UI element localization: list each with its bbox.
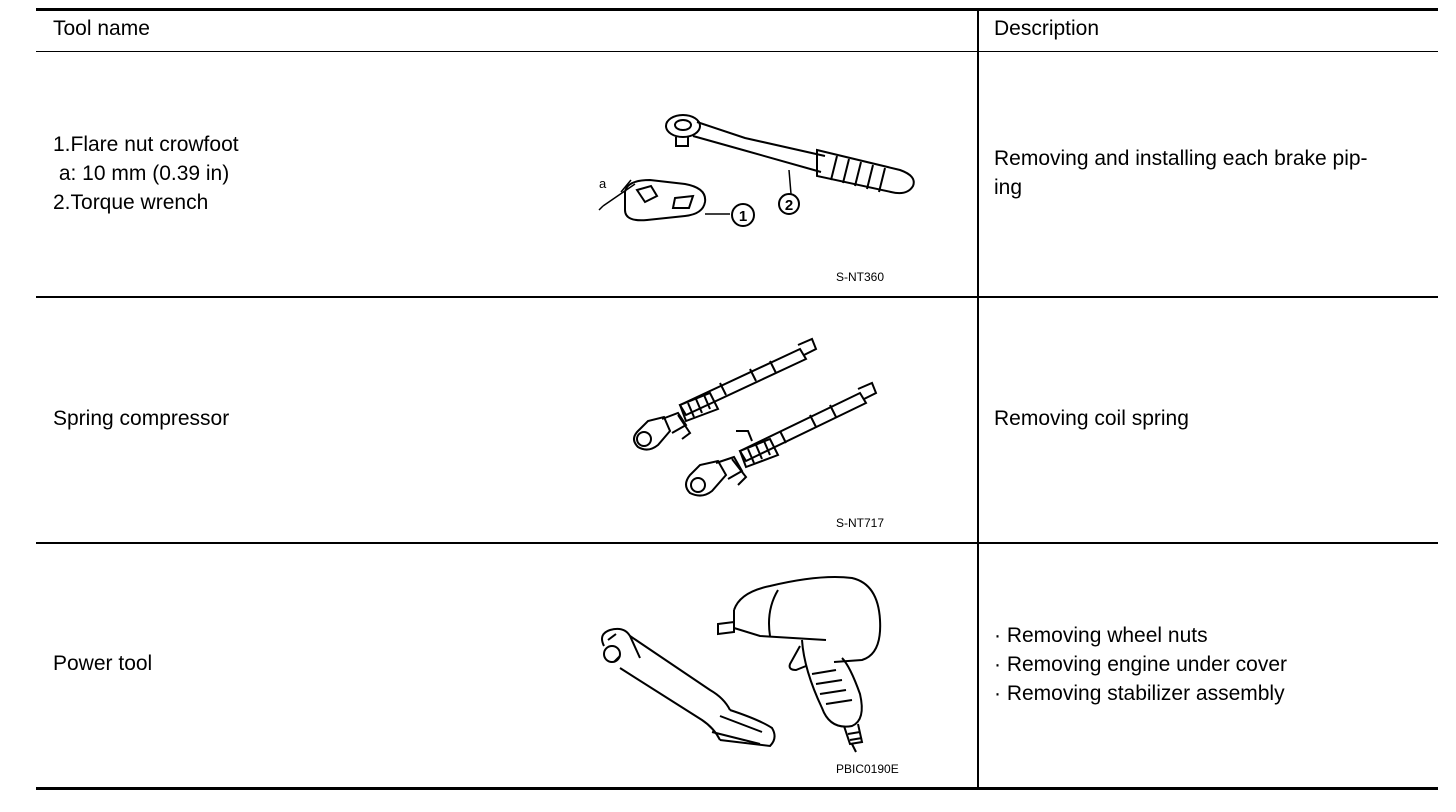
header-tool-name: Tool name [53,17,150,40]
callout-2-circle [778,193,800,215]
header-description: Description [994,17,1100,40]
flare-nut-crowfoot-and-torque-wrench-illustration: 1 2 a [598,114,915,227]
row-divider [36,542,1438,544]
description-line: Removing and installing each brake pip- [994,147,1368,170]
tool-name-line: Spring compressor [53,407,230,430]
tool-name-line: 2.Torque wrench [53,191,209,214]
description-line: ing [994,176,1023,199]
table-bottom-border [36,787,1438,790]
power-tool-illustration [601,576,882,753]
tool-name-line: Power tool [53,652,153,675]
table-top-border [36,8,1438,11]
description-line: · Removing stabilizer assembly [994,682,1285,705]
spring-compressor-illustration [633,337,878,497]
figure-code: S-NT360 [836,270,885,284]
figure-code: S-NT717 [836,516,885,530]
figure-code: PBIC0190E [836,762,899,776]
header-divider [36,51,1438,52]
description-line: · Removing wheel nuts [994,624,1208,647]
callout-1-label: 1 [739,208,747,225]
description-line: Removing coil spring [994,407,1189,430]
callout-1-circle [731,203,755,227]
row-divider [36,296,1438,298]
tool-name-line: 1.Flare nut crowfoot [53,133,239,156]
tool-name-line: a: 10 mm (0.39 in) [53,162,230,185]
description-line: · Removing engine under cover [994,653,1287,676]
callout-2-label: 2 [785,197,793,214]
column-divider [977,10,979,790]
dimension-a-label: a [599,176,607,191]
